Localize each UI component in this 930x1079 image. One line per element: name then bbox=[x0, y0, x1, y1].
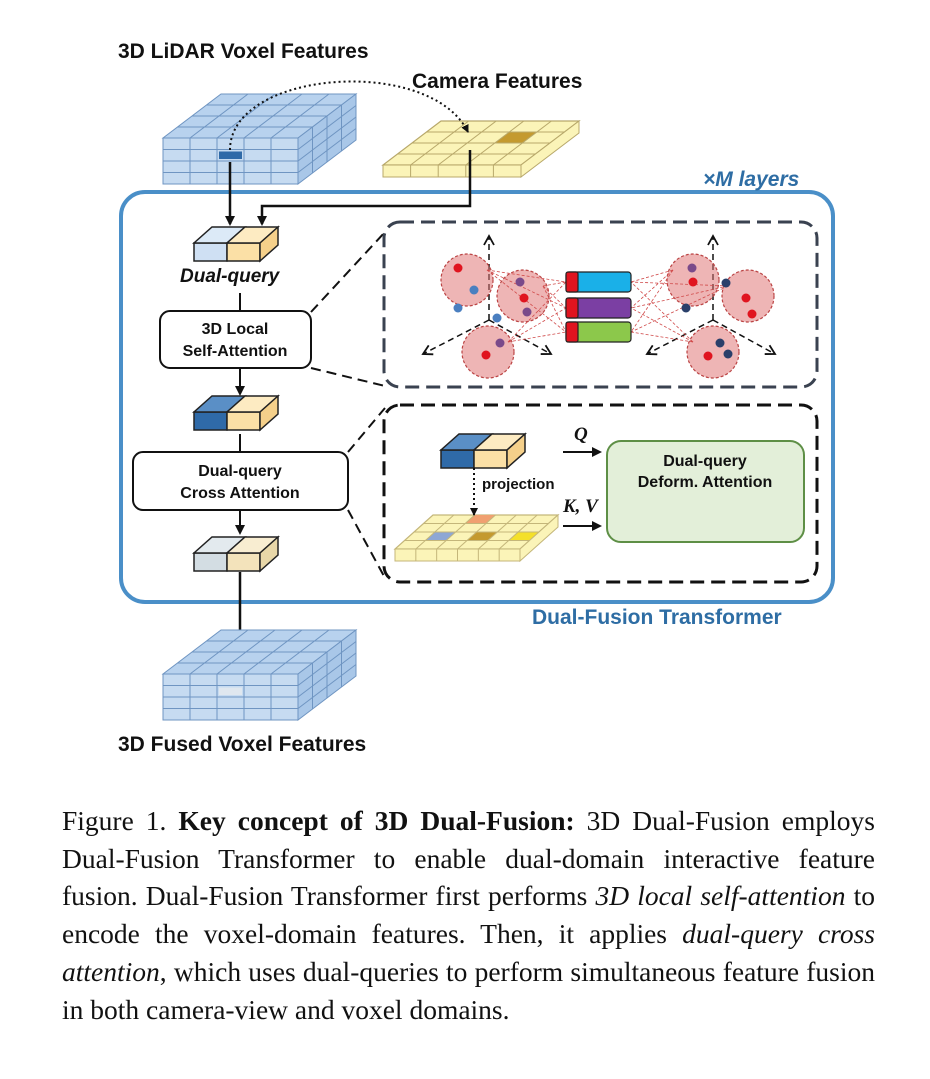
attention-line bbox=[630, 269, 674, 309]
attention-line bbox=[630, 281, 729, 287]
camera-features-label: Camera Features bbox=[412, 70, 582, 93]
token-bar-head bbox=[565, 271, 579, 293]
camera-feature-plane bbox=[381, 119, 581, 179]
feature-point bbox=[495, 338, 505, 348]
attention-line bbox=[630, 307, 694, 343]
cube-left-front bbox=[193, 411, 228, 431]
highlight-cell bbox=[219, 151, 242, 159]
cube-left-front bbox=[440, 449, 475, 469]
self-attention-detail bbox=[421, 234, 777, 379]
feature-point bbox=[522, 307, 532, 317]
attention-line bbox=[542, 285, 567, 309]
feature-point bbox=[723, 349, 733, 359]
figure-caption: Figure 1. Key concept of 3D Dual-Fusion:… bbox=[62, 802, 875, 1028]
svg-text:Cross Attention: Cross Attention bbox=[180, 485, 299, 502]
feature-point bbox=[747, 309, 757, 319]
axis-line bbox=[712, 319, 777, 355]
cube-right-front bbox=[473, 449, 508, 469]
attention-line bbox=[630, 269, 674, 283]
feature-point bbox=[688, 277, 698, 287]
svg-text:Deform. Attention: Deform. Attention bbox=[638, 474, 773, 491]
feature-point bbox=[481, 350, 491, 360]
attention-line bbox=[507, 307, 567, 343]
attention-line bbox=[507, 281, 567, 343]
dual-query-cube bbox=[192, 225, 280, 263]
plane-highlight bbox=[494, 132, 537, 143]
feature-point bbox=[721, 278, 731, 288]
layers-label: ×M layers bbox=[703, 168, 799, 191]
transformer-frame bbox=[119, 190, 835, 604]
transformer-label: Dual-Fusion Transformer bbox=[532, 606, 782, 629]
cross-attention-box: Dual-query Cross Attention bbox=[132, 451, 349, 511]
feature-point bbox=[453, 303, 463, 313]
dual-query-label: Dual-query bbox=[180, 266, 281, 287]
local-self-attention-box: 3D Local Self-Attention bbox=[159, 310, 312, 369]
fused-query-cube bbox=[192, 535, 280, 573]
attention-line bbox=[542, 281, 567, 287]
attention-sphere bbox=[440, 253, 494, 307]
attention-line bbox=[486, 269, 567, 283]
caption-prefix: Figure 1. bbox=[62, 805, 179, 836]
feature-point bbox=[492, 313, 502, 323]
projection-arc bbox=[229, 80, 469, 151]
kv-label: K, V bbox=[562, 496, 599, 517]
svg-text:Dual-query: Dual-query bbox=[198, 463, 282, 480]
encoded-query-cube bbox=[192, 394, 280, 432]
fused-voxel-block bbox=[161, 628, 358, 722]
deform-attention-box: Dual-query Deform. Attention bbox=[606, 440, 805, 543]
highlight-cell bbox=[219, 687, 242, 695]
axis-line bbox=[488, 319, 553, 355]
feature-point bbox=[469, 285, 479, 295]
camera-to-query-arrow bbox=[257, 150, 472, 226]
attention-line bbox=[630, 269, 674, 333]
plane-edge bbox=[382, 164, 522, 178]
feature-point bbox=[519, 293, 529, 303]
attention-line bbox=[630, 331, 694, 343]
feature-point bbox=[687, 263, 697, 273]
cube-side bbox=[259, 394, 279, 432]
axis-line bbox=[421, 319, 490, 356]
token-bar-head bbox=[565, 321, 579, 343]
svg-text:Self-Attention: Self-Attention bbox=[183, 343, 288, 360]
token-bar-head bbox=[565, 297, 579, 319]
lidar-voxel-block bbox=[161, 92, 358, 186]
svg-text:Dual-query: Dual-query bbox=[663, 453, 747, 470]
caption-text-2: to encode the voxel-domain features. The… bbox=[62, 880, 875, 950]
fused-features-label: 3D Fused Voxel Features bbox=[118, 733, 366, 756]
cube-right-front bbox=[226, 242, 261, 262]
caption-title: Key concept of 3D Dual-Fusion: bbox=[178, 805, 575, 836]
q-label: Q bbox=[574, 424, 588, 445]
attention-line bbox=[542, 285, 567, 333]
projection-label: projection bbox=[482, 476, 555, 493]
caption-text-1: 3D Dual-Fusion em­ploys Dual-Fusion Tran… bbox=[62, 805, 875, 912]
feature-point bbox=[741, 293, 751, 303]
cube-left-front bbox=[193, 552, 228, 572]
cube-side bbox=[259, 225, 279, 263]
attention-sphere bbox=[686, 325, 740, 379]
feature-point bbox=[453, 263, 463, 273]
feature-point bbox=[715, 338, 725, 348]
axis-line bbox=[645, 319, 714, 356]
lidar-features-label: 3D LiDAR Voxel Features bbox=[118, 40, 369, 63]
caption-term-local: 3D local self-attention bbox=[595, 880, 846, 912]
cube-right-front bbox=[226, 411, 261, 431]
attention-line bbox=[630, 281, 694, 343]
feature-point bbox=[515, 277, 525, 287]
cube-side bbox=[506, 432, 526, 470]
attention-line bbox=[630, 285, 729, 309]
caption-term-cross: dual-query cross attention bbox=[62, 918, 875, 987]
plane-edge bbox=[519, 513, 559, 563]
svg-text:3D Local: 3D Local bbox=[202, 321, 269, 338]
attention-line bbox=[630, 285, 729, 333]
cube-left-front bbox=[193, 242, 228, 262]
plane-edge bbox=[520, 119, 580, 179]
caption-text-3: , which uses dual-queries to per­form si… bbox=[62, 955, 875, 1025]
dual-fusion-diagram: 3D LiDAR Voxel Features Camera Features … bbox=[118, 40, 835, 756]
cube-right-front bbox=[226, 552, 261, 572]
cross-attention-detail-panel bbox=[382, 403, 819, 584]
self-attention-detail-panel bbox=[382, 220, 819, 389]
cube-side bbox=[259, 535, 279, 573]
feature-point bbox=[703, 351, 713, 361]
feature-point bbox=[681, 303, 691, 313]
